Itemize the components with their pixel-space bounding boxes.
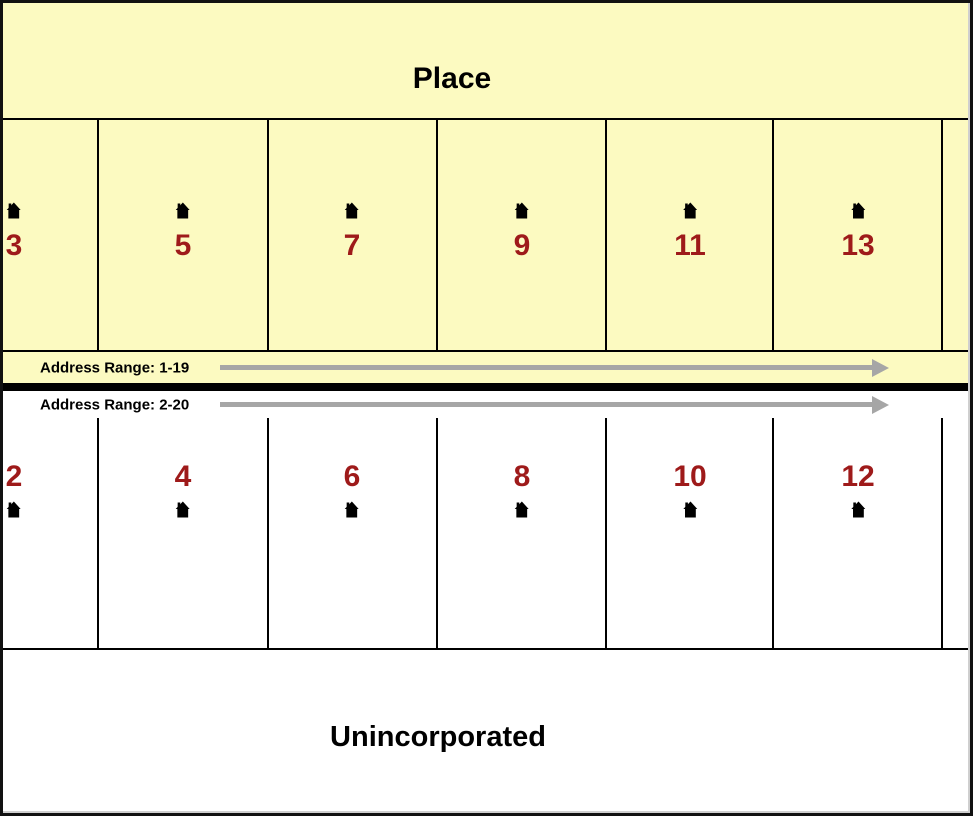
address-number: 6 [343, 460, 361, 493]
parcel-divider [97, 418, 99, 648]
house-icon [345, 202, 359, 219]
parcel-unit: 7 [343, 202, 361, 262]
parcel-unit: 2 [5, 460, 23, 518]
parcel-divider [605, 418, 607, 648]
address-range-label: Address Range: 1-19 [40, 359, 190, 376]
parcel-divider [267, 418, 269, 648]
parcel-divider [605, 120, 607, 350]
address-number: 2 [5, 460, 23, 493]
address-number: 13 [841, 229, 875, 262]
house-icon [515, 202, 529, 219]
parcel-unit: 4 [174, 460, 192, 518]
address-number: 8 [513, 460, 531, 493]
parcel-unit: 11 [674, 202, 706, 261]
house-icon [176, 202, 190, 219]
house-icon [7, 202, 21, 219]
address-range-label: Address Range: 2-20 [40, 396, 190, 413]
inner-shadow-right [968, 3, 970, 813]
house-icon [345, 501, 359, 518]
parcel-unit: 12 [841, 460, 875, 518]
parcel-unit: 6 [343, 460, 361, 518]
address-range-strip-odd: Address Range: 1-19 [3, 352, 970, 383]
address-number: 3 [5, 229, 23, 262]
street-centerline [3, 383, 970, 391]
unincorporated-title: Unincorporated [330, 721, 546, 753]
address-number: 9 [513, 229, 531, 262]
house-icon [851, 501, 865, 518]
parcel-unit: 13 [841, 202, 875, 262]
address-number: 4 [174, 460, 192, 493]
parcel-unit: 10 [673, 460, 707, 518]
parcel-divider [267, 120, 269, 350]
right-arrow-icon [220, 395, 889, 414]
address-range-strip-even: Address Range: 2-20 [3, 391, 970, 418]
address-number: 10 [673, 460, 707, 493]
house-icon [683, 202, 697, 219]
address-number: 12 [841, 460, 875, 493]
parcel-unit: 5 [174, 202, 192, 262]
parcel-divider [941, 418, 943, 648]
parcel-divider [772, 120, 774, 350]
address-number: 7 [343, 229, 361, 262]
house-icon [683, 501, 697, 518]
parcel-divider [941, 120, 943, 350]
address-number: 11 [674, 229, 706, 262]
parcel-divider [772, 418, 774, 648]
house-icon [515, 501, 529, 518]
parcel-unit: 3 [5, 202, 23, 262]
place-banner: Place [3, 3, 970, 120]
right-arrow-icon [220, 358, 889, 377]
place-title: Place [412, 62, 492, 95]
inner-shadow-bottom [3, 811, 970, 813]
parcel-divider [436, 418, 438, 648]
parcel-unit: 9 [513, 202, 531, 262]
house-icon [851, 202, 865, 219]
parcel-divider [436, 120, 438, 350]
parcel-divider [97, 120, 99, 350]
house-icon [176, 501, 190, 518]
address-number: 5 [174, 229, 192, 262]
unincorporated-area: Unincorporated [3, 650, 970, 813]
unincorporated-parcel-row: 2 4 6 8 10 12 [3, 418, 970, 650]
parcel-unit: 8 [513, 460, 531, 518]
place-parcel-row: 3 5 7 9 11 13 [3, 120, 970, 352]
house-icon [7, 501, 21, 518]
